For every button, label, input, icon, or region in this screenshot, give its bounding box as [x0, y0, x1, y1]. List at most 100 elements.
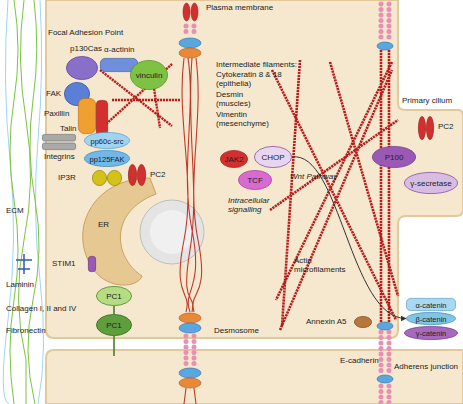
protein-shape [66, 56, 98, 80]
desmosome-plaque [179, 38, 201, 48]
protein-node: γ-catenin [404, 326, 458, 340]
laminin-symbol [16, 254, 32, 274]
protein-node: pp125FAK [84, 150, 130, 167]
protein-node: Integrins [42, 134, 76, 150]
desmosome-plaque [179, 313, 201, 323]
protein-label: p130Cas [70, 44, 102, 53]
protein-outline [137, 164, 145, 185]
protein-shape [92, 170, 122, 186]
adherens-plaque [377, 375, 393, 383]
annotation-label: Primary cilium [402, 96, 452, 105]
protein-node: JAK2 [220, 150, 248, 168]
protein-node: Paxillin [78, 98, 96, 134]
annotation-label: Intracellular signalling [228, 196, 286, 214]
protein-label: STIM1 [52, 259, 76, 268]
protein-label: IP3R [58, 173, 76, 182]
ecm-fiber [10, 0, 39, 404]
protein-label: vinculin [118, 71, 180, 80]
protein-node: STIM1 [88, 256, 96, 272]
upper-cell [46, 0, 463, 338]
protein-shape [78, 98, 96, 134]
protein-node: PC1 [96, 314, 132, 336]
protein-label: PC1 [84, 321, 144, 330]
protein-label: TCF [226, 176, 284, 185]
protein-label: PC2 [438, 122, 454, 131]
adherens-plaque [377, 322, 393, 330]
actin-microfilament [270, 50, 398, 330]
protein-node: PC1 [96, 286, 132, 306]
annotation-label: Focal Adhesion Point [48, 28, 123, 37]
annotation-label: ER [98, 220, 109, 229]
annotation-label: Plasma membrane [206, 3, 273, 12]
annotation-label: Cytokeratin 8 & 18 (epithelia) [216, 70, 300, 88]
annotation-label: Adherens junction [394, 362, 458, 371]
protein-label: Paxillin [44, 109, 69, 118]
protein-node: TCF [238, 170, 272, 190]
protein-outline [88, 256, 95, 271]
protein-shape [354, 316, 372, 328]
protein-label: JAK2 [208, 155, 260, 164]
protein-outline [66, 56, 97, 79]
desmosome-plaque [179, 48, 201, 58]
lower-cell [46, 350, 463, 404]
annotation-label: Laminin [6, 280, 34, 289]
protein-label: γ-catenin [392, 329, 463, 338]
protein-label: Integrins [44, 152, 75, 161]
desmosome-plaque [179, 378, 201, 388]
protein-label: FAK [46, 89, 61, 98]
protein-outline [96, 100, 107, 135]
ecm-fiber [3, 0, 43, 404]
protein-node: p130Cas [66, 56, 98, 80]
protein-label: β-catenin [394, 314, 463, 323]
protein-shape [42, 134, 76, 150]
annotation-label: ECM [6, 206, 24, 215]
protein-node: Talin [96, 100, 108, 136]
protein-node: β-catenin [406, 312, 456, 325]
protein-label: pp125FAK [72, 154, 142, 163]
protein-node: IP3R [92, 170, 122, 186]
cadherin-beads [186, 4, 389, 404]
protein-label: PC1 [84, 292, 144, 301]
annotation-label: Desmin (muscles) [216, 90, 258, 108]
protein-outline [78, 98, 95, 133]
annotation-label: Desmosome [214, 326, 259, 335]
annotation-label: Collagen I, II and IV [6, 304, 76, 313]
protein-node: CHOP [254, 146, 292, 168]
annotation-label: Vimentin (mesenchyme) [216, 110, 274, 128]
protein-node: pp60c-src [84, 132, 130, 149]
protein-shape [88, 256, 96, 272]
annotation-label: Wnt Pathway [290, 172, 337, 181]
protein-outline [42, 134, 75, 141]
protein-label: pp60c-src [72, 136, 142, 145]
protein-outline [426, 116, 433, 139]
protein-node: α-catenin [406, 298, 456, 311]
protein-label: α-catenin [394, 300, 463, 309]
protein-outline [92, 170, 106, 185]
protein-label: P100 [360, 153, 428, 162]
protein-outline [354, 316, 371, 327]
protein-label: Annexin A5 [306, 317, 346, 326]
pc2-channel [183, 3, 190, 21]
protein-outline [107, 170, 121, 185]
protein-node: P100 [372, 146, 416, 168]
desmosome-plaque [179, 323, 201, 333]
annotation-label: E-cadherin [340, 356, 379, 365]
protein-node: PC2 [128, 164, 146, 186]
protein-label: CHOP [242, 153, 304, 162]
protein-outline [418, 116, 425, 139]
protein-label: γ-secretase [392, 179, 463, 188]
annotation-label: Fibronectin [6, 326, 46, 335]
protein-shape [96, 100, 108, 136]
adherens-plaque [377, 42, 393, 50]
protein-shape [128, 164, 146, 186]
intermediate-filament [180, 58, 202, 404]
protein-shape [418, 116, 434, 140]
protein-label: α-actinin [104, 45, 134, 54]
protein-node: Annexin A5 [354, 316, 372, 328]
protein-node: vinculin [130, 60, 168, 90]
protein-outline [42, 143, 75, 150]
desmosome-plaque [179, 368, 201, 378]
annotation-label: Actin microfilaments [294, 256, 350, 274]
